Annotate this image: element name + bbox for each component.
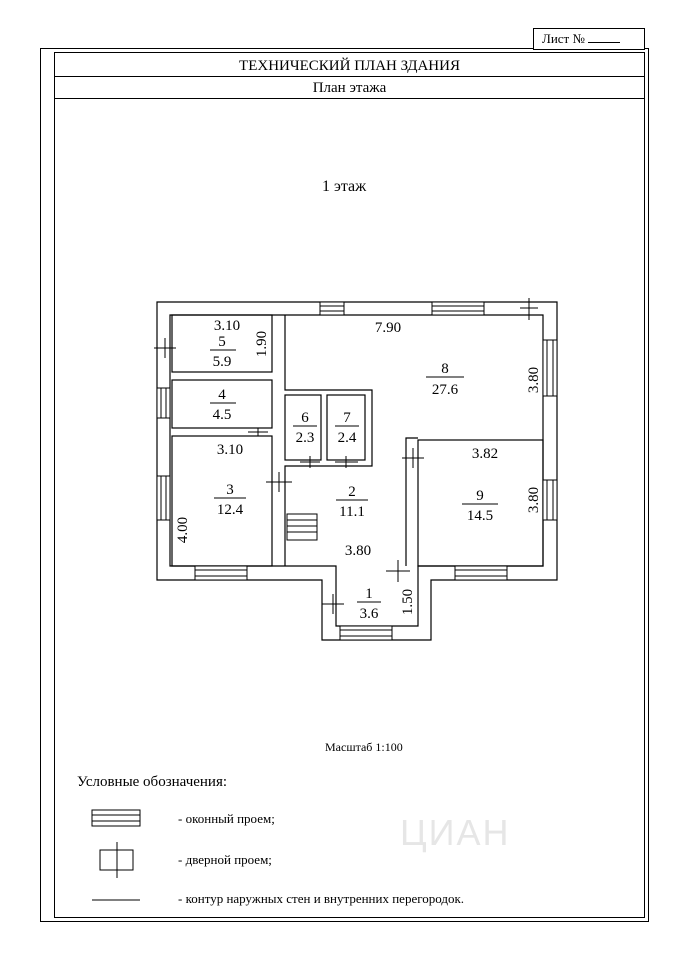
door-icon — [335, 456, 358, 468]
room-5-area: 5.9 — [213, 354, 232, 370]
door-icon — [300, 456, 320, 468]
stairs-icon — [286, 513, 318, 541]
room-9-height-label: 3.80 — [526, 487, 542, 513]
scale-label: Масштаб 1:100 — [325, 740, 403, 754]
window-icon — [542, 339, 558, 397]
room-2-width-label: 3.80 — [345, 543, 371, 559]
window-openings — [156, 301, 558, 641]
watermark-logo: ЦИАН — [400, 812, 511, 853]
sheet-number-blank — [588, 30, 621, 43]
door-icon — [154, 338, 176, 358]
room-5-outline — [171, 314, 273, 373]
room-labels: 3.10 5 5.9 1.90 4 4.5 3.10 3 12.4 4.00 6… — [175, 318, 542, 622]
room-outlines — [171, 314, 544, 567]
room-4-area: 4.5 — [213, 407, 232, 423]
room-9-width-label: 3.82 — [472, 446, 498, 462]
room-2-number: 2 — [348, 484, 356, 500]
door-icon — [248, 428, 268, 436]
room-1-number: 1 — [365, 586, 373, 602]
room-4-number: 4 — [218, 387, 226, 403]
floor-label: 1 этаж — [322, 178, 367, 195]
partition-hall — [284, 315, 373, 566]
window-icon — [431, 301, 485, 316]
room-5-height-label: 1.90 — [254, 331, 270, 357]
room-8-width-label: 7.90 — [375, 320, 401, 336]
legend-window-text: - оконный проем; — [178, 811, 275, 826]
window-icon — [156, 475, 171, 521]
door-openings — [154, 298, 538, 614]
outer-walls — [156, 301, 558, 641]
room-9-area: 14.5 — [467, 508, 493, 524]
window-icon — [339, 625, 393, 641]
room-7-area: 2.4 — [338, 430, 357, 446]
partition-room9 — [405, 437, 418, 566]
room-3-width-label: 3.10 — [217, 442, 243, 458]
window-icon — [91, 809, 141, 827]
legend-wall-text: - контур наружных стен и внутренних пере… — [178, 891, 465, 906]
sheet-outer-frame — [40, 48, 649, 922]
room-6-area: 2.3 — [296, 430, 315, 446]
document-subtitle: План этажа — [54, 77, 645, 99]
room-5-width-label: 3.10 — [214, 318, 240, 334]
room-6-number: 6 — [301, 410, 309, 426]
door-icon — [520, 298, 538, 320]
door-icon — [322, 594, 344, 614]
window-icon — [194, 565, 248, 581]
door-icon — [266, 472, 292, 492]
room-7-outline — [326, 394, 366, 461]
room-1-area: 3.6 — [360, 606, 379, 622]
legend-door-text: - дверной проем; — [178, 852, 272, 867]
room-8-area: 27.6 — [432, 382, 459, 398]
room-7-number: 7 — [343, 410, 351, 426]
room-3-number: 3 — [226, 482, 234, 498]
window-icon — [319, 301, 345, 316]
room-1-height-label: 1.50 — [400, 589, 416, 615]
room-4-outline — [171, 379, 273, 429]
room-3-area: 12.4 — [217, 502, 244, 518]
room-9-number: 9 — [476, 488, 484, 504]
document-title: ТЕХНИЧЕСКИЙ ПЛАН ЗДАНИЯ — [54, 53, 645, 77]
door-icon — [386, 560, 410, 582]
legend-symbols — [91, 809, 141, 901]
door-icon — [99, 842, 134, 878]
window-icon — [454, 565, 508, 581]
room-6-outline — [284, 394, 322, 461]
room-5-number: 5 — [218, 334, 226, 350]
sheet-number-box: Лист № — [533, 28, 645, 50]
window-icon — [156, 387, 171, 419]
room-8-number: 8 — [441, 361, 449, 377]
sheet-inner-frame — [54, 52, 645, 918]
room-8-height-label: 3.80 — [526, 367, 542, 393]
sheet-number-label: Лист № — [542, 31, 585, 46]
door-icon — [402, 448, 424, 468]
legend-title: Условные обозначения: — [77, 774, 228, 790]
room-2-area: 11.1 — [339, 504, 365, 520]
room-3-height-label: 4.00 — [175, 517, 191, 543]
window-icon — [542, 479, 558, 521]
